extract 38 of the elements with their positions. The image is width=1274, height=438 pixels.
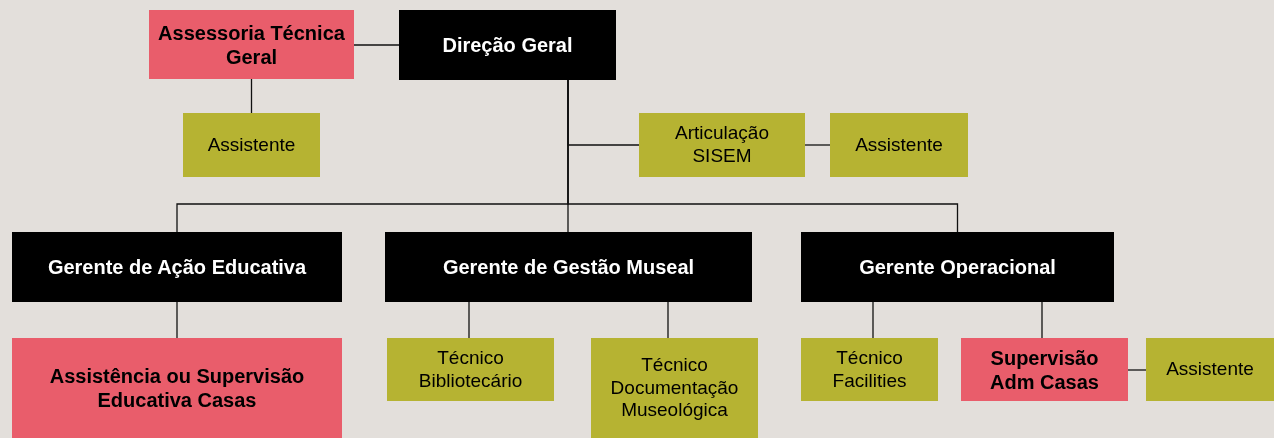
role-label: Assistente [207, 133, 296, 157]
highlight-box [12, 338, 342, 438]
role-box [591, 338, 758, 438]
role-label: Articulação SISEM [674, 122, 770, 168]
connector-line [872, 301, 874, 339]
role-label: Assessoria Técnica Geral [157, 20, 346, 69]
connector-line [1127, 369, 1147, 371]
highlight-box [961, 338, 1128, 401]
role-label: Direção Geral [442, 33, 573, 57]
role-label: Assistência ou Supervisão Educativa Casas [48, 364, 306, 412]
role-box [801, 338, 938, 401]
role-label: Gerente de Ação Educativa [47, 255, 307, 279]
connector-line [468, 301, 470, 339]
highlight-box [149, 10, 354, 79]
role-label: Técnico Facilities [831, 346, 908, 393]
role-box [387, 338, 554, 401]
connector-line [250, 78, 253, 114]
connector-line [804, 144, 831, 146]
role-label: Assistente [1166, 358, 1254, 381]
connector-line [567, 79, 959, 233]
role-label: Gerente Operacional [859, 255, 1056, 279]
role-label: Assistente [855, 133, 943, 157]
manager-box [12, 232, 342, 302]
role-label: Técnico Bibliotecário [417, 346, 524, 393]
role-box [639, 113, 805, 177]
connector-line [353, 44, 400, 46]
connector-line [1041, 301, 1043, 339]
manager-box [801, 232, 1114, 302]
role-label: Gerente de Gestão Museal [442, 255, 695, 279]
role-box [1146, 338, 1274, 401]
role-label: Supervisão Adm Casas [989, 345, 1100, 394]
role-box [830, 113, 968, 177]
manager-box [399, 10, 616, 80]
role-box [183, 113, 320, 177]
connector-line [667, 301, 669, 339]
role-label: Técnico Documentação Museológica [609, 353, 740, 423]
connector-line [176, 301, 178, 339]
manager-box [385, 232, 752, 302]
